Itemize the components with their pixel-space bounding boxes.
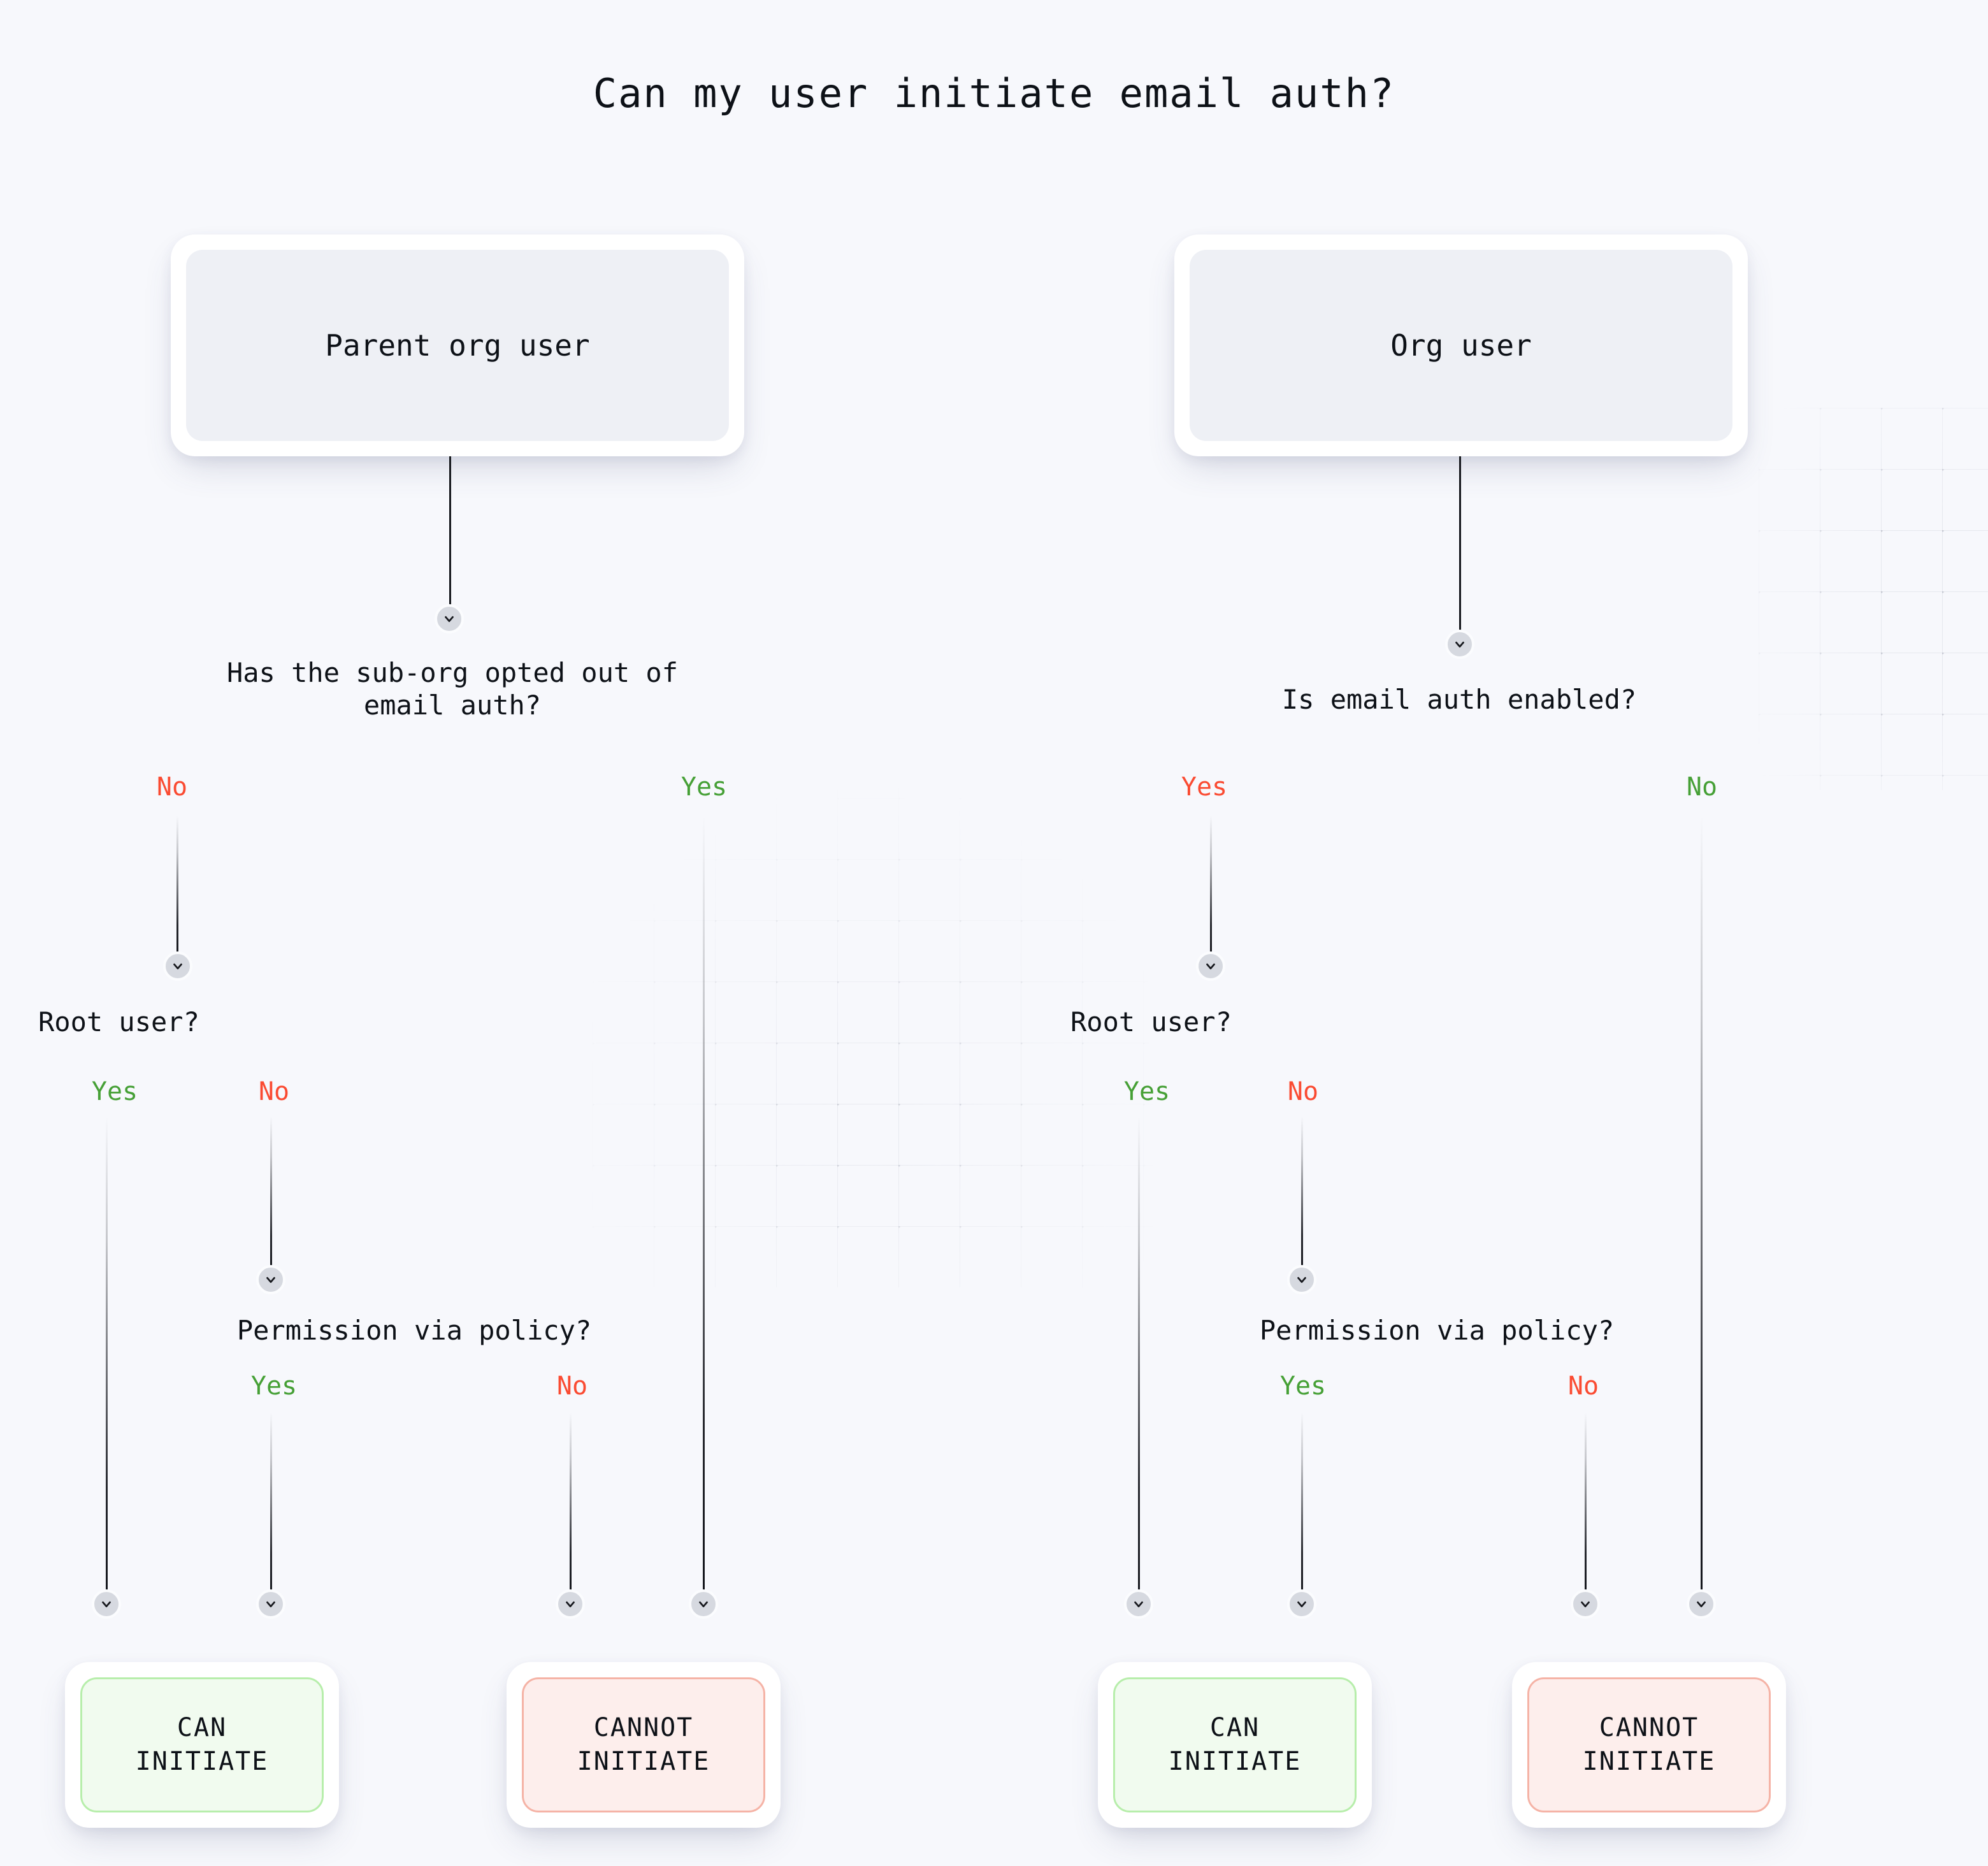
branch-label-right-q2-yes: Yes — [1123, 1077, 1170, 1106]
question-right-q3: Permission via policy? — [1259, 1315, 1615, 1346]
chevron-down-icon-right-q3[interactable] — [1287, 1265, 1316, 1294]
outcome-right-can-initiate[interactable]: CAN INITIATE — [1098, 1662, 1372, 1828]
chevron-down-icon-right-q1[interactable] — [1445, 630, 1474, 659]
edge-left-q1-yes — [703, 816, 705, 1593]
question-left-q3: Permission via policy? — [236, 1315, 592, 1346]
branch-label-right-q1-yes: Yes — [1181, 772, 1228, 802]
chevron-down-glyph — [266, 1277, 275, 1284]
chevron-down-glyph — [173, 963, 182, 970]
chevron-down-glyph — [566, 1601, 575, 1608]
edge-left-q3-no — [570, 1412, 572, 1593]
chevron-down-glyph — [1297, 1601, 1306, 1608]
branch-label-left-q2-no: No — [258, 1077, 290, 1106]
outcome-left-can-initiate-label: CAN INITIATE — [80, 1677, 324, 1812]
outcome-right-cannot-initiate[interactable]: CANNOT INITIATE — [1512, 1662, 1786, 1828]
chevron-down-glyph — [1581, 1601, 1590, 1608]
chevron-down-glyph — [1697, 1601, 1706, 1608]
node-org-user[interactable]: Org user — [1174, 235, 1748, 456]
branch-label-left-q1-no: No — [156, 772, 188, 802]
edge-left-q2-yes — [106, 1117, 108, 1593]
chevron-down-icon-right-term-1[interactable] — [1124, 1589, 1153, 1619]
outcome-left-cannot-initiate-label: CANNOT INITIATE — [522, 1677, 765, 1812]
outcome-left-cannot-initiate[interactable]: CANNOT INITIATE — [507, 1662, 781, 1828]
branch-label-left-q2-yes: Yes — [91, 1077, 138, 1106]
chevron-down-icon-right-term-3[interactable] — [1571, 1589, 1600, 1619]
chevron-down-icon-left-term-3[interactable] — [556, 1589, 585, 1619]
edge-right-q2-no — [1301, 1117, 1303, 1269]
branch-label-right-q1-no: No — [1686, 772, 1718, 802]
question-left-q2: Root user? — [38, 1006, 199, 1038]
chevron-down-icon-right-term-2[interactable] — [1287, 1589, 1316, 1619]
question-left-q1: Has the sub-org opted out of email auth? — [226, 657, 678, 721]
question-right-q2: Root user? — [1070, 1006, 1232, 1038]
chevron-down-glyph — [102, 1601, 111, 1608]
chevron-down-icon-left-q1[interactable] — [435, 604, 464, 633]
chevron-down-icon-left-term-4[interactable] — [689, 1589, 718, 1619]
background-grid-right — [1759, 408, 1988, 790]
node-org-user-label: Org user — [1190, 250, 1732, 441]
node-parent-org-user[interactable]: Parent org user — [171, 235, 744, 456]
background-grid-center — [593, 676, 1153, 1287]
chevron-down-icon-right-term-4[interactable] — [1687, 1589, 1716, 1619]
chevron-down-icon-right-q2[interactable] — [1196, 951, 1225, 981]
outcome-right-can-initiate-label: CAN INITIATE — [1113, 1677, 1357, 1812]
edge-left-q1-no — [176, 816, 178, 956]
chevron-down-glyph — [699, 1601, 708, 1608]
branch-label-left-q3-yes: Yes — [250, 1371, 298, 1401]
branch-label-left-q1-yes: Yes — [681, 772, 728, 802]
edge-parent-to-q1 — [449, 456, 451, 609]
outcome-left-can-initiate[interactable]: CAN INITIATE — [65, 1662, 339, 1828]
edge-right-q3-no — [1585, 1412, 1587, 1593]
edge-right-q1-yes — [1210, 816, 1212, 956]
edge-left-q2-no — [270, 1117, 272, 1269]
chevron-down-glyph — [1455, 641, 1464, 648]
edge-right-q1-no — [1701, 816, 1703, 1593]
branch-label-left-q3-no: No — [556, 1371, 588, 1401]
chevron-down-glyph — [1206, 963, 1215, 970]
chevron-down-glyph — [266, 1601, 275, 1608]
chevron-down-icon-left-q3[interactable] — [256, 1265, 285, 1294]
question-right-q1: Is email auth enabled? — [1281, 684, 1637, 715]
branch-label-right-q3-yes: Yes — [1279, 1371, 1327, 1401]
chevron-down-glyph — [1134, 1601, 1143, 1608]
chevron-down-icon-left-term-2[interactable] — [256, 1589, 285, 1619]
branch-label-right-q3-no: No — [1567, 1371, 1599, 1401]
edge-left-q3-yes — [270, 1412, 272, 1593]
chevron-down-glyph — [1297, 1277, 1306, 1284]
chevron-down-icon-left-q2[interactable] — [163, 951, 192, 981]
node-parent-org-user-label: Parent org user — [186, 250, 729, 441]
page-title: Can my user initiate email auth? — [593, 70, 1395, 117]
chevron-down-icon-left-term-1[interactable] — [92, 1589, 121, 1619]
edge-right-q2-yes — [1138, 1117, 1140, 1593]
edge-right-q3-yes — [1301, 1412, 1303, 1593]
outcome-right-cannot-initiate-label: CANNOT INITIATE — [1527, 1677, 1771, 1812]
branch-label-right-q2-no: No — [1287, 1077, 1319, 1106]
chevron-down-glyph — [445, 616, 454, 623]
edge-org-to-q1 — [1459, 456, 1461, 635]
